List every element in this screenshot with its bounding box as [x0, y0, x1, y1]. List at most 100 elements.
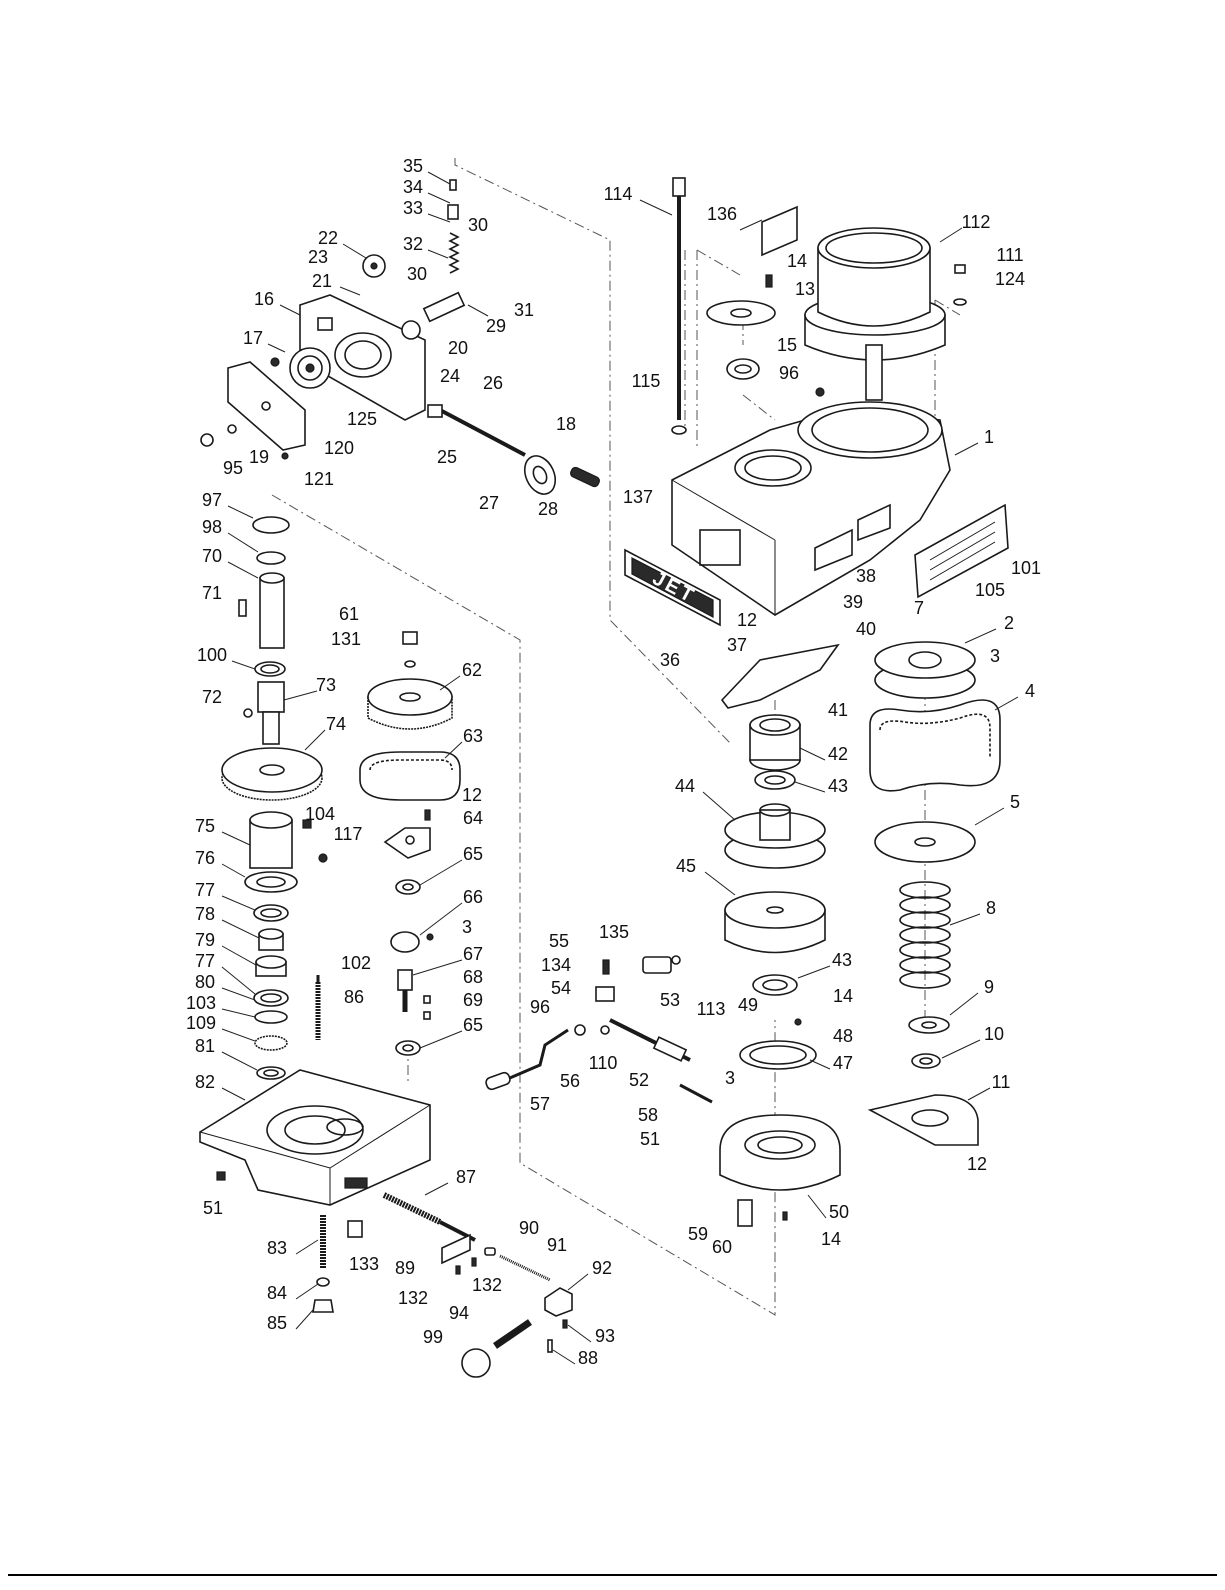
- callout-c25: 25: [437, 447, 457, 467]
- callout-c38: 38: [856, 566, 876, 586]
- spring-8: [899, 881, 951, 989]
- bearing-77b: [253, 989, 289, 1007]
- callout-c134: 134: [541, 955, 571, 975]
- scale-wheel: [289, 347, 331, 389]
- callout-c137: 137: [623, 487, 653, 507]
- callout-c57: 57: [530, 1094, 550, 1114]
- bottom-rule: [8, 1574, 1217, 1576]
- callout-c55: 55: [549, 931, 569, 951]
- lockwasher-109: [254, 1035, 288, 1051]
- callout-c42: 42: [828, 744, 848, 764]
- callout-c52: 52: [629, 1070, 649, 1090]
- callout-c22: 22: [318, 228, 338, 248]
- hub-27: [523, 455, 600, 495]
- pulley-44: [724, 803, 826, 869]
- callout-c100: 100: [197, 645, 227, 665]
- callout-c28: 28: [538, 499, 558, 519]
- callout-c29: 29: [486, 316, 506, 336]
- callout-c34: 34: [403, 177, 423, 197]
- ring-100: [254, 661, 286, 677]
- callout-c50: 50: [829, 1202, 849, 1222]
- callout-c101: 101: [1011, 558, 1041, 578]
- callout-c3c: 3: [462, 917, 472, 937]
- shaft-29: [401, 291, 466, 340]
- callout-c69: 69: [463, 990, 483, 1010]
- callout-c72: 72: [202, 687, 222, 707]
- spacer-78: [258, 928, 284, 951]
- ring-103: [254, 1010, 288, 1024]
- callout-c132a: 132: [398, 1288, 428, 1308]
- callout-c36: 36: [660, 650, 680, 670]
- vent-cover: [914, 503, 1009, 599]
- callout-c45: 45: [676, 856, 696, 876]
- callout-c66: 66: [463, 887, 483, 907]
- bearing-43a: [754, 770, 796, 790]
- drawbar: [671, 177, 687, 435]
- ring-98: [256, 551, 286, 565]
- callout-c81: 81: [195, 1036, 215, 1056]
- callout-c110: 110: [589, 1053, 618, 1073]
- callout-c120: 120: [324, 438, 354, 458]
- leader-lines: [221, 171, 1019, 1365]
- callout-c64: 64: [463, 808, 483, 828]
- callout-c43a: 43: [828, 776, 848, 796]
- callout-c90: 90: [519, 1218, 539, 1238]
- lever-56: [485, 1028, 569, 1091]
- callout-c83: 83: [267, 1238, 287, 1258]
- callout-c12b: 12: [967, 1154, 987, 1174]
- label-136: [761, 205, 798, 257]
- pulley-45: [724, 891, 826, 954]
- callout-c82: 82: [195, 1072, 215, 1092]
- callout-c92: 92: [592, 1258, 612, 1278]
- bearing-15: [726, 358, 825, 397]
- callout-c14a: 14: [787, 251, 807, 271]
- handle-94: [461, 1319, 532, 1378]
- block-89: [441, 1233, 477, 1275]
- pin-90-91: [484, 1247, 551, 1282]
- callout-c62: 62: [462, 660, 482, 680]
- timing-belt-4: [869, 699, 1001, 792]
- callout-c51b: 51: [203, 1198, 223, 1218]
- gear-62: [367, 678, 453, 730]
- block-92: [544, 1287, 573, 1353]
- callout-c104: 104: [305, 804, 335, 824]
- bearing-77a: [253, 904, 289, 922]
- base-82: [199, 1069, 431, 1206]
- sleeve-42: [749, 714, 801, 771]
- callout-c121: 121: [304, 469, 334, 489]
- callout-c24: 24: [440, 366, 460, 386]
- stud-83: [312, 1215, 334, 1313]
- nut-81: [256, 1066, 286, 1080]
- bearing-65a: [395, 879, 421, 895]
- shaft-87: [382, 1192, 476, 1242]
- callout-c65a: 65: [463, 844, 483, 864]
- bearing-10: [911, 1053, 941, 1069]
- callout-c31: 31: [514, 300, 534, 320]
- bracket-36: [720, 643, 840, 709]
- callout-c135: 135: [599, 922, 629, 942]
- callout-c21: 21: [312, 271, 332, 291]
- pulley-2: [874, 641, 976, 699]
- callout-c9: 9: [984, 977, 994, 997]
- callout-c85: 85: [267, 1313, 287, 1333]
- callout-c113: 113: [697, 999, 726, 1019]
- callout-c3a: 3: [990, 646, 1000, 666]
- callout-c115: 115: [632, 371, 661, 391]
- callout-c14b: 14: [833, 986, 853, 1006]
- callout-c18: 18: [556, 414, 576, 434]
- callout-c17: 17: [243, 328, 263, 348]
- callout-c26: 26: [483, 373, 503, 393]
- callout-c136: 136: [707, 204, 737, 224]
- callout-c89: 89: [395, 1258, 415, 1278]
- callout-c58: 58: [638, 1105, 658, 1125]
- knob-95: [200, 357, 289, 460]
- callout-c88: 88: [578, 1348, 598, 1368]
- belt-63: [359, 751, 461, 801]
- bracket-64: [383, 809, 431, 859]
- callout-c133: 133: [349, 1254, 379, 1274]
- callout-c13: 13: [795, 279, 815, 299]
- callout-c67: 67: [463, 944, 483, 964]
- pinion-shaft-25: [427, 404, 526, 457]
